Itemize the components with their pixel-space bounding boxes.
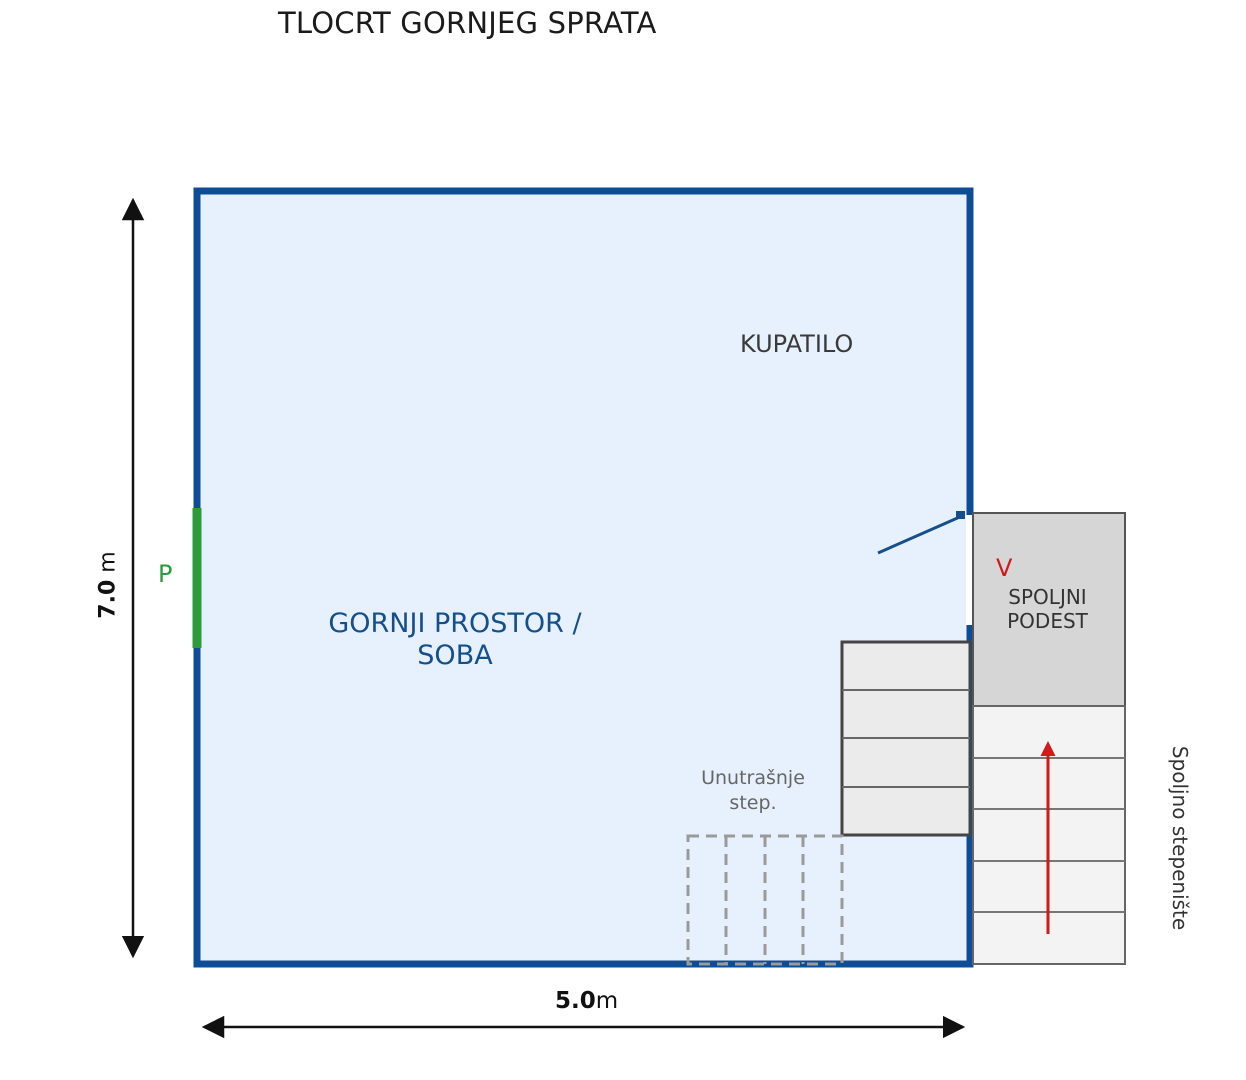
height-value: 7.0 — [95, 579, 121, 619]
door-hinge — [956, 511, 965, 519]
internal-stairs — [840, 640, 972, 837]
plan-title: TLOCRT GORNJEG SPRATA — [278, 6, 657, 40]
room-label-main: GORNJI PROSTOR / SOBA — [300, 608, 610, 672]
height-unit: m — [95, 551, 121, 580]
width-unit: m — [595, 988, 619, 1014]
inner-stairs-label-line2: step. — [729, 792, 777, 814]
inner-stairs-label-line1: Unutrašnje — [701, 767, 805, 789]
door-opening — [966, 515, 974, 625]
room-label-main-line1: GORNJI PROSTOR / — [328, 608, 582, 639]
height-dimension-label: 7.0 m — [96, 551, 121, 618]
window-marker: P — [158, 560, 173, 588]
landing-label: SPOLJNI PODEST — [990, 585, 1105, 633]
inner-stairs-label: Unutrašnje step. — [688, 766, 818, 816]
door-leaf — [877, 514, 963, 555]
landing-label-line2: PODEST — [1007, 609, 1088, 633]
entrance-marker: V — [996, 554, 1013, 582]
room-label-bathroom: KUPATILO — [740, 330, 854, 358]
outer-stairs-label: Spoljno stepenište — [1168, 745, 1192, 931]
width-dimension-label: 5.0m — [555, 988, 618, 1014]
internal-stairs-below — [686, 834, 844, 966]
main-floor — [197, 191, 970, 964]
landing-label-line1: SPOLJNI — [1008, 585, 1087, 609]
room-label-main-line2: SOBA — [417, 640, 493, 671]
width-value: 5.0 — [555, 988, 596, 1014]
external-landing — [972, 512, 1126, 707]
